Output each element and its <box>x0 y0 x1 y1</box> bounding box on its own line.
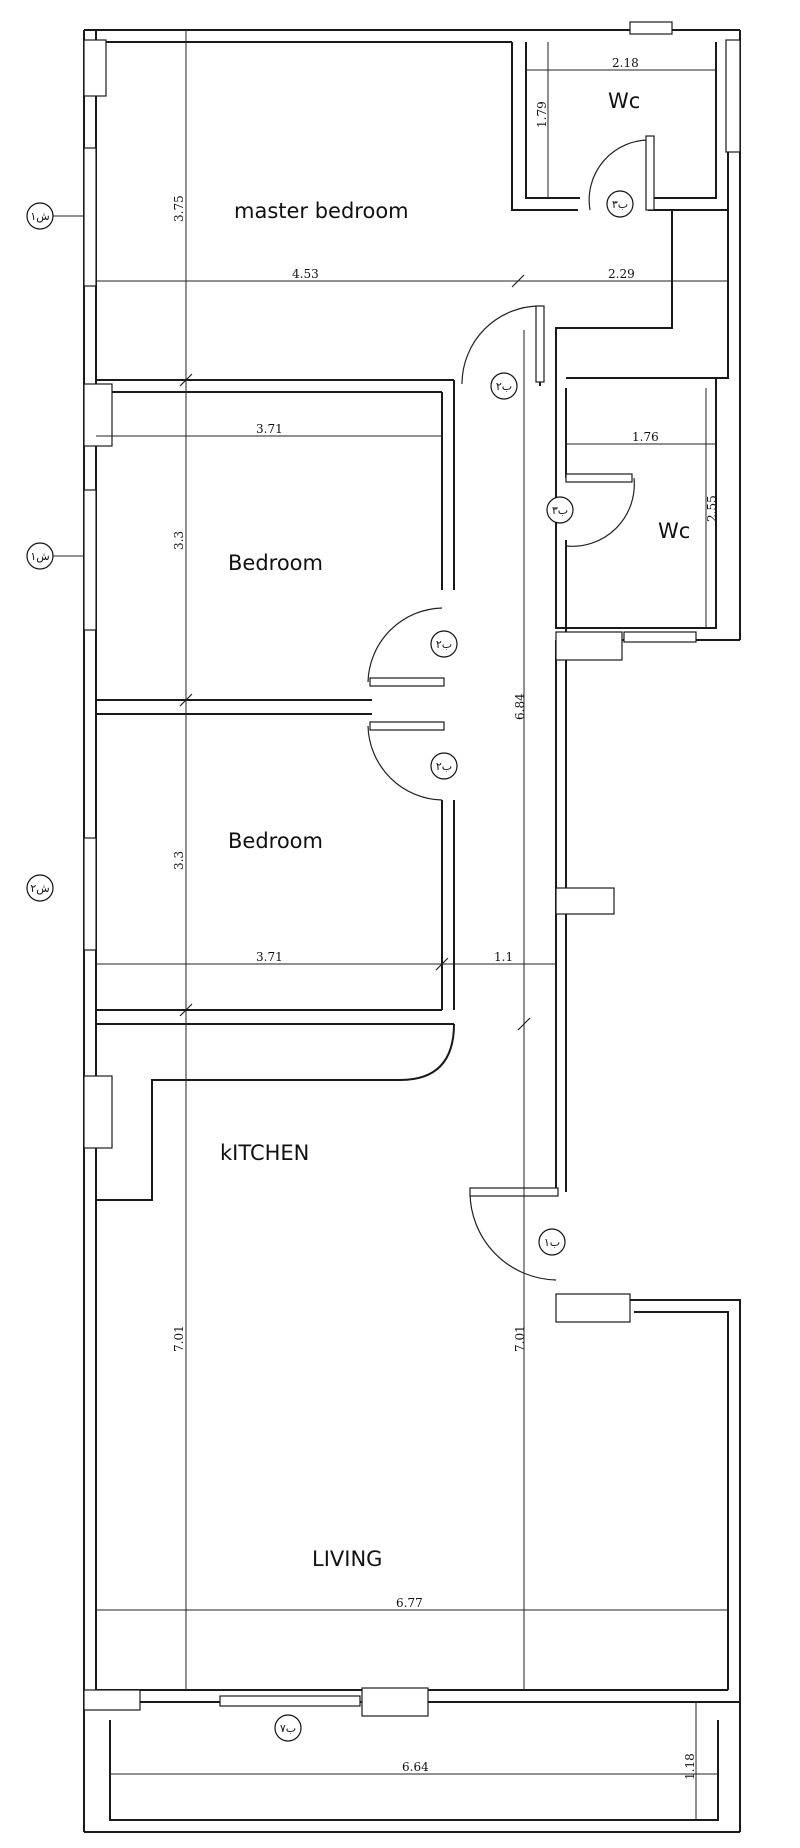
dim-label-wc-mid-height: 2.55 <box>705 495 719 522</box>
room-labels: master bedroom Wc Wc Bedroom Bedroom kIT… <box>220 89 690 1571</box>
room-label-kitchen: kITCHEN <box>220 1141 309 1165</box>
tag-door-master: ب٢ <box>496 380 512 393</box>
tag-circle-door-balcony <box>274 1714 302 1742</box>
window-bed1 <box>83 489 97 631</box>
room-label-master-bedroom: master bedroom <box>234 199 409 223</box>
walls <box>83 29 741 1833</box>
dim-label-corridor-width: 1.1 <box>494 950 513 964</box>
dim-label-wc-top-width: 2.18 <box>612 56 639 70</box>
tag-circle-door-bed2 <box>430 752 458 780</box>
door-swing-master <box>461 305 541 385</box>
tick <box>179 693 193 707</box>
tick <box>435 957 449 971</box>
tag-door-wc-mid: ب٣ <box>552 504 568 517</box>
column-left-1 <box>83 383 113 447</box>
door-leaf-entry <box>469 1187 559 1197</box>
tick <box>179 1003 193 1017</box>
tag-door-bed1: ب٢ <box>436 638 452 651</box>
dim-label-bed2-width: 3.71 <box>256 950 283 964</box>
window-bed2 <box>83 837 97 951</box>
dim-label-bed2-height: 3.3 <box>172 851 186 870</box>
column-corridor <box>555 887 615 915</box>
room-label-bedroom-1: Bedroom <box>228 551 323 575</box>
wc-mid-walls <box>555 378 717 629</box>
kitchen-counter <box>96 1023 455 1201</box>
room-label-bedroom-2: Bedroom <box>228 829 323 853</box>
tag-window-3: ش٢ <box>30 882 49 895</box>
room-label-wc-top: Wc <box>608 89 640 113</box>
door-swing-wc-top <box>588 139 651 211</box>
tag-circle-door-wc-top <box>606 190 634 218</box>
living-right-wall <box>566 1299 741 1832</box>
window-master <box>83 147 97 287</box>
column-wc-mid <box>555 631 623 661</box>
tag-circle-door-wc-mid <box>546 496 574 524</box>
dim-label-wc-top-height: 1.79 <box>535 101 549 128</box>
door-leaf-bed2 <box>369 721 445 731</box>
living-right-wall-inner <box>634 1311 729 1690</box>
column-living <box>555 1293 631 1323</box>
tag-circle-window-1 <box>26 202 54 230</box>
doors <box>367 135 655 1281</box>
dimension-labels: 2.18 1.79 3.75 4.53 2.29 3.71 1.76 2.55 … <box>172 56 719 1780</box>
door-swing-wc-mid <box>565 477 635 547</box>
dim-label-master-height: 3.75 <box>172 195 186 222</box>
door-leaf-wc-top <box>645 135 655 211</box>
tags: ش١ ش١ ش٢ ب٣ ب٢ ب٣ ب٢ ب٢ ب١ ب٧ <box>26 190 634 1742</box>
window-balcony <box>219 1695 361 1707</box>
tag-circle-window-3 <box>26 874 54 902</box>
door-swing-bed1 <box>367 607 443 683</box>
tag-circle-door-bed1 <box>430 630 458 658</box>
window-wc-top-right <box>725 39 741 153</box>
door-leaf-wc-mid <box>565 473 633 483</box>
dim-label-living-right-height: 7.01 <box>513 1325 527 1352</box>
door-leaf-bed1 <box>369 677 445 687</box>
column-balcony-left <box>83 1689 141 1711</box>
tag-door-wc-top: ب٣ <box>612 198 628 211</box>
dim-label-bed1-width: 3.71 <box>256 422 283 436</box>
dim-label-living-left-height: 7.01 <box>172 1325 186 1352</box>
dim-label-master-side: 2.29 <box>608 267 635 281</box>
column-balcony-mid <box>361 1687 429 1717</box>
balcony-rail <box>109 1720 719 1821</box>
door-leaf-master <box>535 305 545 383</box>
wc-top-left-wall <box>511 42 578 211</box>
tick <box>179 373 193 387</box>
tag-circle-door-master <box>490 372 518 400</box>
column-left-2 <box>83 1075 113 1149</box>
tag-door-bed2: ب٢ <box>436 760 452 773</box>
window-master-top <box>83 39 107 97</box>
dim-label-living-width: 6.77 <box>396 1596 423 1610</box>
dim-label-corridor-length: 6.84 <box>513 693 527 720</box>
tag-door-balcony: ب٧ <box>280 1722 296 1735</box>
room-label-wc-mid: Wc <box>658 519 690 543</box>
dimension-lines <box>96 30 728 1820</box>
window-wc-mid <box>623 631 697 643</box>
dim-label-balcony-depth: 1.18 <box>683 1753 697 1780</box>
wc-mid-top-wall <box>566 212 729 379</box>
window-wc-top <box>629 21 673 35</box>
tag-window-1: ش١ <box>30 210 49 223</box>
room-label-living: LIVING <box>312 1547 382 1571</box>
tag-circle-door-entry <box>538 1228 566 1256</box>
tag-window-2: ش١ <box>30 550 49 563</box>
wc-top-left-wall-inner <box>525 42 580 199</box>
tick <box>511 274 525 288</box>
dim-label-master-width: 4.53 <box>292 267 319 281</box>
master-right-wall <box>555 210 673 380</box>
dim-label-bed1-height: 3.3 <box>172 531 186 550</box>
door-swing-bed2 <box>367 725 443 801</box>
dim-label-balcony-width: 6.64 <box>402 1760 429 1774</box>
wc-top-right-wall <box>650 42 717 199</box>
dim-label-wc-mid-width: 1.76 <box>632 430 659 444</box>
tag-door-entry: ب١ <box>544 1236 560 1249</box>
door-swing-entry <box>469 1191 557 1281</box>
tick <box>517 1017 531 1031</box>
tag-circle-window-2 <box>26 542 54 570</box>
